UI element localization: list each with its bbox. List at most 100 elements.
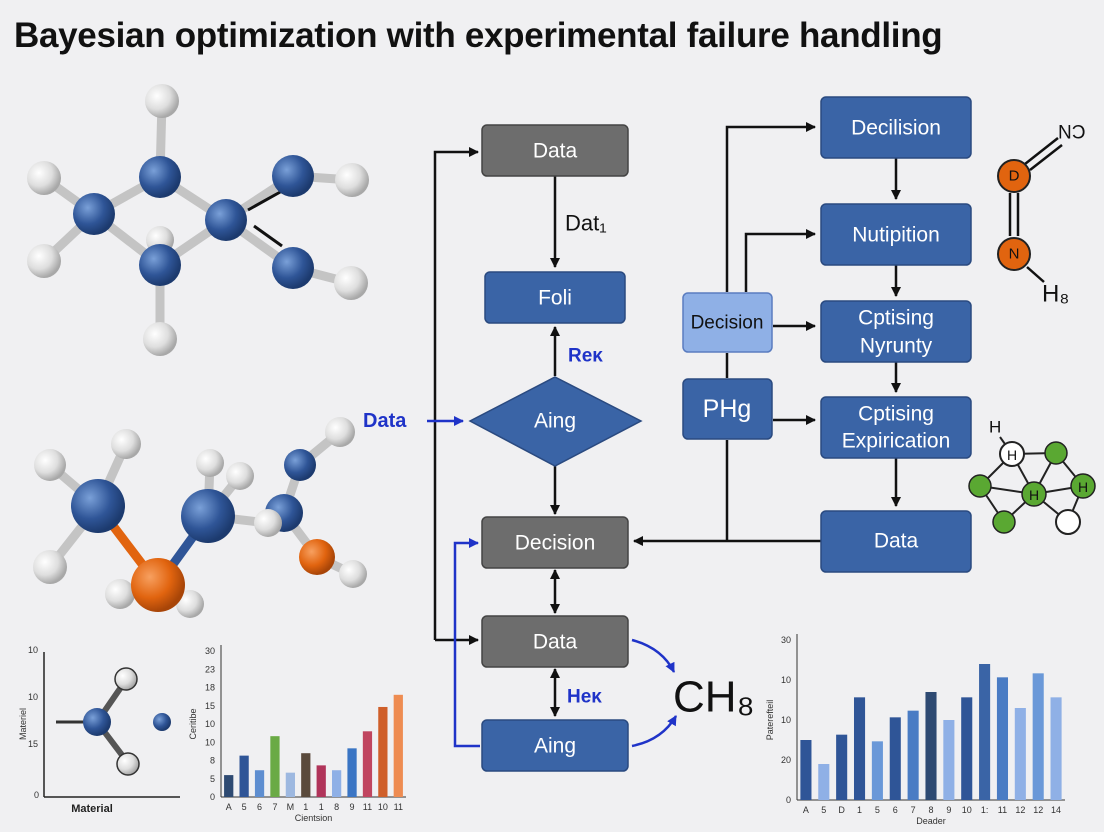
bar [316, 765, 326, 797]
h-top-label: H [989, 418, 1001, 437]
x-axis-label: Deader [916, 816, 946, 826]
x-tick-label: 11 [394, 802, 403, 812]
hydrogen-atom [27, 161, 61, 195]
hydrogen-atom [111, 429, 141, 459]
x-tick-label: 9 [946, 805, 951, 815]
x-tick-label: D [838, 805, 845, 815]
bar [393, 694, 403, 797]
bar [925, 692, 937, 800]
hydrogen-network-molecule: H H H H [968, 418, 1096, 535]
x-axis-label: Material [71, 803, 113, 815]
box-label-line1: Cptising [858, 403, 934, 426]
hydrogen-atom [145, 84, 179, 118]
x-tick-label: 5 [242, 802, 247, 812]
bar [961, 697, 973, 800]
y-tick-label: 10 [781, 715, 791, 725]
hydrogen-atom [254, 509, 282, 537]
oxygen-atom [131, 558, 185, 612]
molecule-top-left [27, 84, 369, 356]
y-tick-label: 30 [781, 635, 791, 645]
x-tick-label: 6 [257, 802, 262, 812]
x-tick-label: 1 [857, 805, 862, 815]
hydrogen-atom [196, 449, 224, 477]
carbon-atom [272, 155, 314, 197]
bar [818, 764, 830, 800]
box-decision-center: Decision [481, 516, 629, 569]
nd-molecule: NƆ D N H₈ [997, 123, 1085, 308]
oxygen-atom [299, 539, 335, 575]
bar [800, 740, 812, 800]
box-label: PHg [703, 395, 752, 423]
small-molecule-plot: 10 10 15 0 Materiel Material [18, 645, 180, 815]
carbon-atom [73, 193, 115, 235]
d-atom [997, 159, 1031, 193]
carbon-atom [71, 479, 125, 533]
bar [979, 664, 991, 800]
carbon-atom [139, 156, 181, 198]
y-tick-label: 15 [205, 701, 215, 711]
box-decision-light: Decision [682, 292, 773, 353]
box-nutipition: Nutipition [820, 203, 972, 266]
box-label: Decision [515, 532, 596, 555]
bar [347, 748, 357, 797]
carbon-atom [139, 244, 181, 286]
x-tick-label: 5 [875, 805, 880, 815]
x-tick-label: A [226, 802, 232, 812]
bar [907, 710, 919, 800]
y-axis-label: Ceritibe [188, 708, 198, 739]
bar [270, 736, 280, 797]
x-tick-label: 6 [893, 805, 898, 815]
box-decilision: Decilision [820, 96, 972, 159]
box-foli: Foli [484, 271, 626, 324]
box-label: Nutipition [852, 224, 940, 247]
hydrogen-atom [226, 462, 254, 490]
data-input-label: Data [363, 410, 407, 432]
x-tick-label: 8 [334, 802, 339, 812]
y-tick-label: 18 [205, 683, 215, 693]
h-atom-label: H [1029, 487, 1039, 503]
hydrogen-atom [325, 417, 355, 447]
x-tick-label: 10 [378, 802, 388, 812]
y-tick-label: 8 [210, 756, 215, 766]
box-label-line2: Nyrunty [860, 335, 933, 358]
nd-label: NƆ [1058, 123, 1085, 144]
box-label-line2: Expirication [842, 430, 951, 453]
y-tick-label: 0 [786, 795, 791, 805]
box-label: Data [874, 530, 919, 553]
box-label: Aing [534, 735, 576, 758]
y-axis-label: Materiel [18, 708, 28, 740]
x-tick-label: 1 [319, 802, 324, 812]
n-atom [997, 237, 1031, 271]
y-axis-label: Paterefteil [765, 700, 775, 741]
x-tick-label: 12 [1033, 805, 1043, 815]
hydrogen-atom [105, 579, 135, 609]
bar [224, 775, 234, 797]
n-atom-label: N [1009, 246, 1020, 263]
x-tick-label: 7 [272, 802, 277, 812]
x-tick-label: 14 [1051, 805, 1061, 815]
bar [1014, 708, 1026, 800]
carbon-atom [272, 247, 314, 289]
hydrogen-atom [339, 560, 367, 588]
h-atom-label: H [1078, 479, 1088, 495]
y-tick-label: 5 [210, 774, 215, 784]
box-data-top: Data [481, 124, 629, 177]
box-cptising-nyrunty: Cptising Nyrunty [820, 300, 972, 363]
y-tick-label: 10 [28, 692, 38, 702]
x-tick-label: 1 [303, 802, 308, 812]
carbon-atom [181, 489, 235, 543]
box-data-right: Data [820, 510, 972, 573]
box-label-line1: Cptising [858, 307, 934, 330]
bar [853, 697, 866, 800]
bar [301, 753, 311, 797]
x-tick-label: 11 [363, 802, 372, 812]
box-phg: PHg [682, 378, 773, 440]
rek-label: Reᴋ [568, 346, 603, 367]
bar [996, 677, 1009, 800]
diamond-label: Aing [534, 410, 576, 433]
diamond-aing: Aing [468, 376, 643, 467]
box-aing-bottom: Aing [481, 719, 629, 772]
bar [1032, 673, 1044, 800]
hydrogen-atom [143, 322, 177, 356]
